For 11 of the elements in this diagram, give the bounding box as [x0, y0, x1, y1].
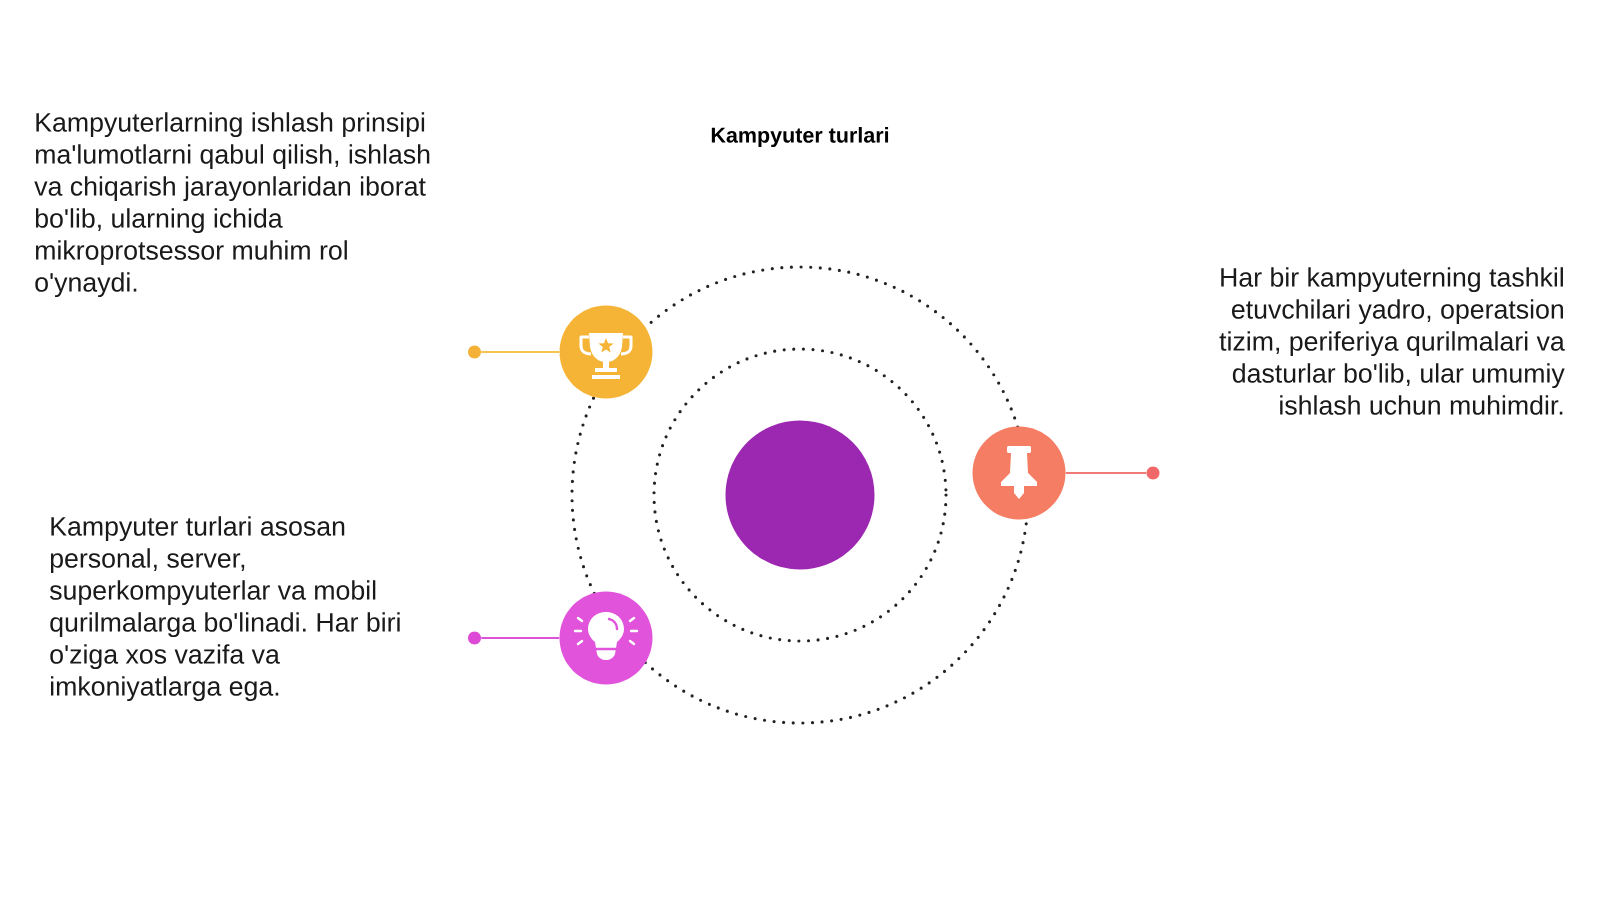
trophy-icon [559, 305, 653, 399]
hub-circle [725, 420, 875, 570]
connector-line [1064, 472, 1148, 474]
connector-line [480, 637, 561, 639]
lightbulb-icon [559, 591, 653, 685]
description-text: Har bir kampyuterning tashkil etuvchilari yadro, operatsion tizim, periferiya qurilmalari va dasturlar bo'lib, ular umumiy ishlash uchun muhimdir. [1219, 267, 1565, 415]
pushpin-icon [972, 426, 1066, 520]
description-text: Kampyuterlarning ishlash prinsipi ma'lumotlarni qabul qilish, ishlash va chiqarish jarayonlaridan iborat bo'lib, ularning ichida mikroprotsessor muhim rol o'ynaydi. [34, 112, 430, 298]
description-text: Kampyuter turlari asosan personal, server, superkompyuterlar va mobil qurilmalarga bo'linadi. Har biri o'ziga xos vazifa va imkoniyatlarga ega. [49, 516, 400, 702]
diagram-title: Kampyuter turlari [711, 127, 889, 148]
connector-line [480, 351, 561, 353]
